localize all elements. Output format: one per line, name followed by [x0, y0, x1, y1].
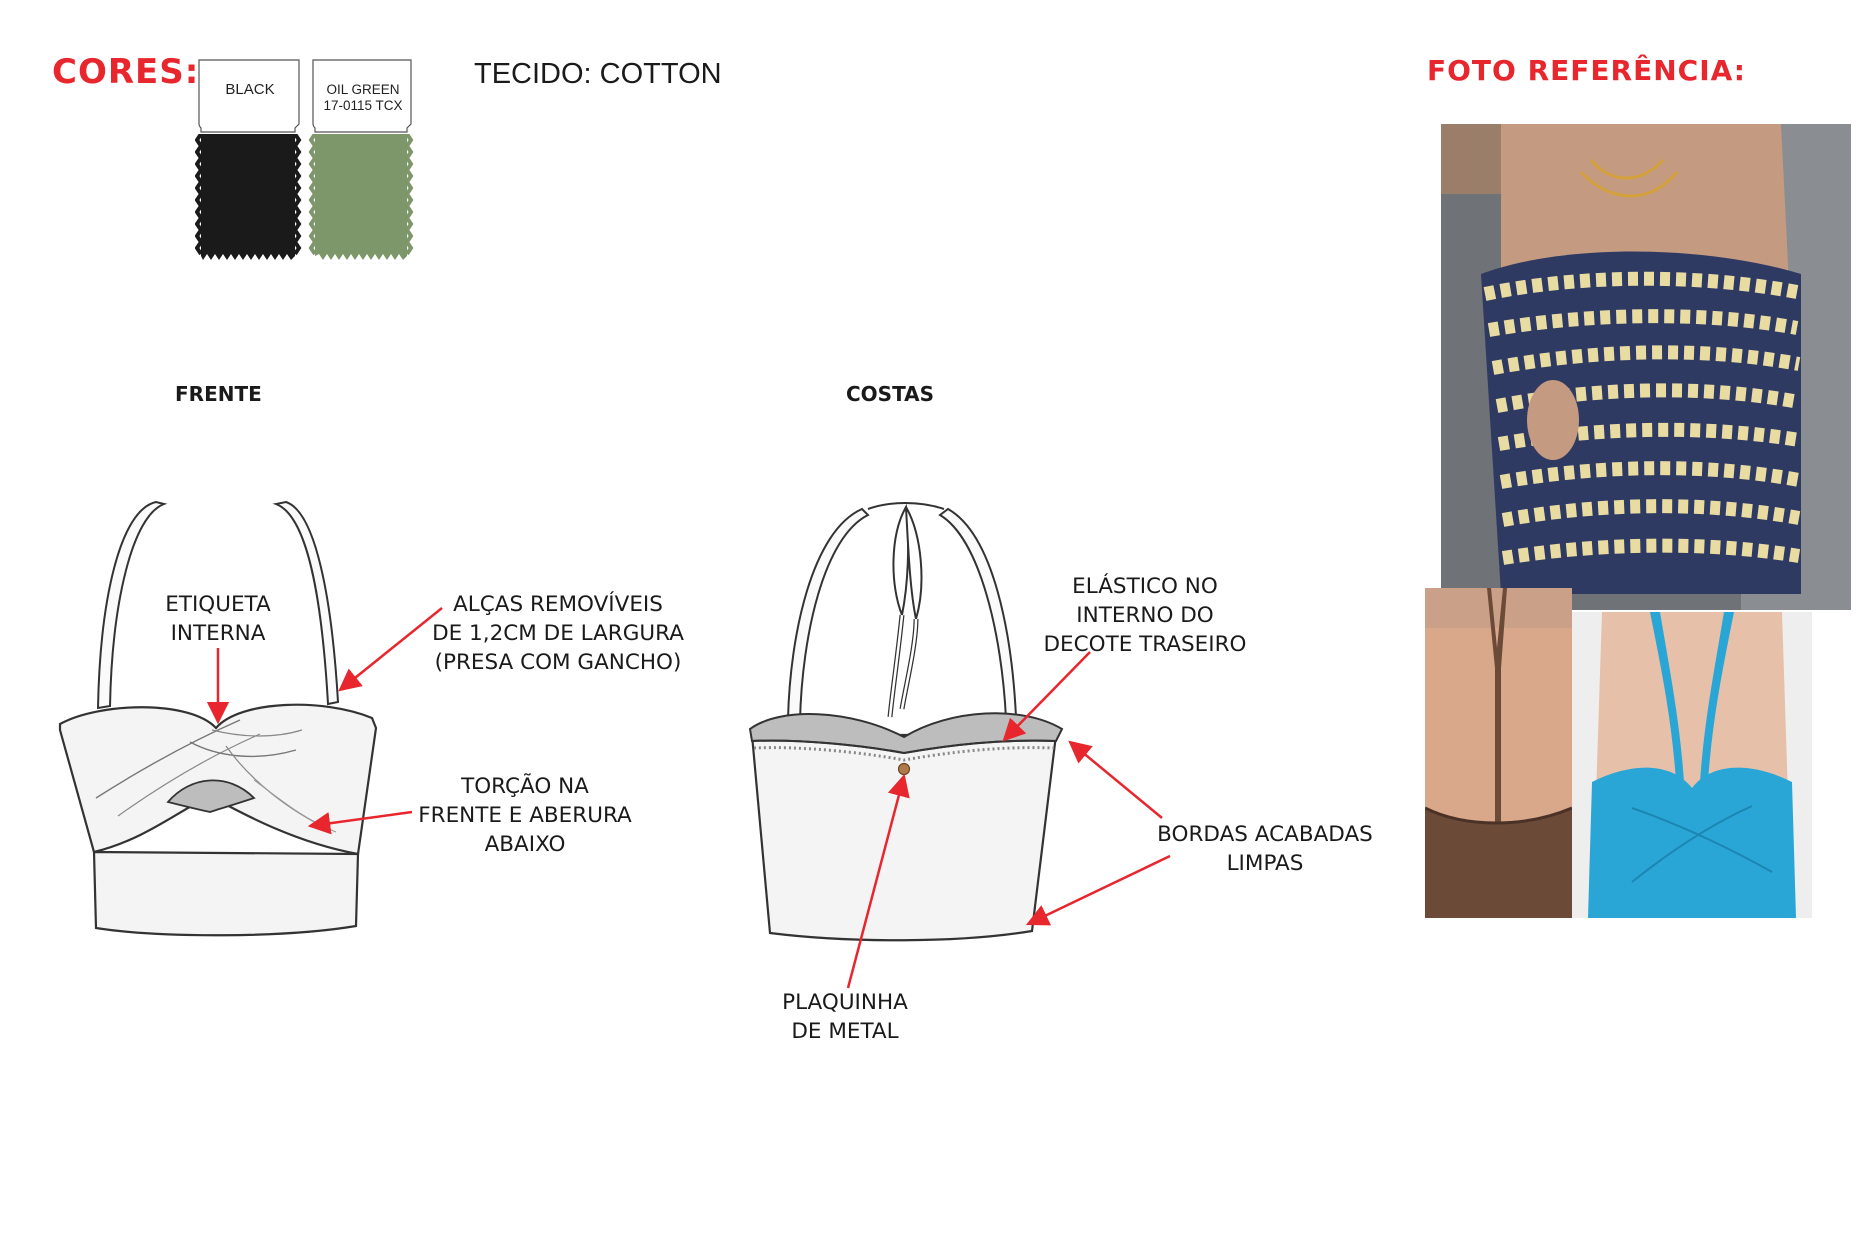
- swatch-oil-green-label: OIL GREEN: [326, 82, 400, 97]
- back-garment-sketch: [748, 502, 1064, 942]
- color-swatches: [198, 59, 412, 260]
- reference-title: FOTO REFERÊNCIA:: [1427, 54, 1746, 87]
- swatch-oil-green-code: 17-0115 TCX: [323, 98, 403, 113]
- front-garment-sketch: [58, 500, 378, 937]
- swatch-black: [198, 59, 300, 260]
- swatch-edges: [195, 134, 414, 256]
- fabric-label: TECIDO: COTTON: [474, 58, 722, 90]
- front-view-label: FRENTE: [175, 382, 262, 406]
- reference-photo-blue-top: [1572, 612, 1812, 918]
- reference-photo-halter-back: [1425, 588, 1572, 918]
- reference-photo-striped-top: [1441, 124, 1851, 610]
- back-view-label: COSTAS: [846, 382, 935, 406]
- colors-title: CORES:: [52, 52, 200, 92]
- swatch-oil-green: [312, 59, 412, 260]
- swatch-black-label: BLACK: [225, 81, 275, 98]
